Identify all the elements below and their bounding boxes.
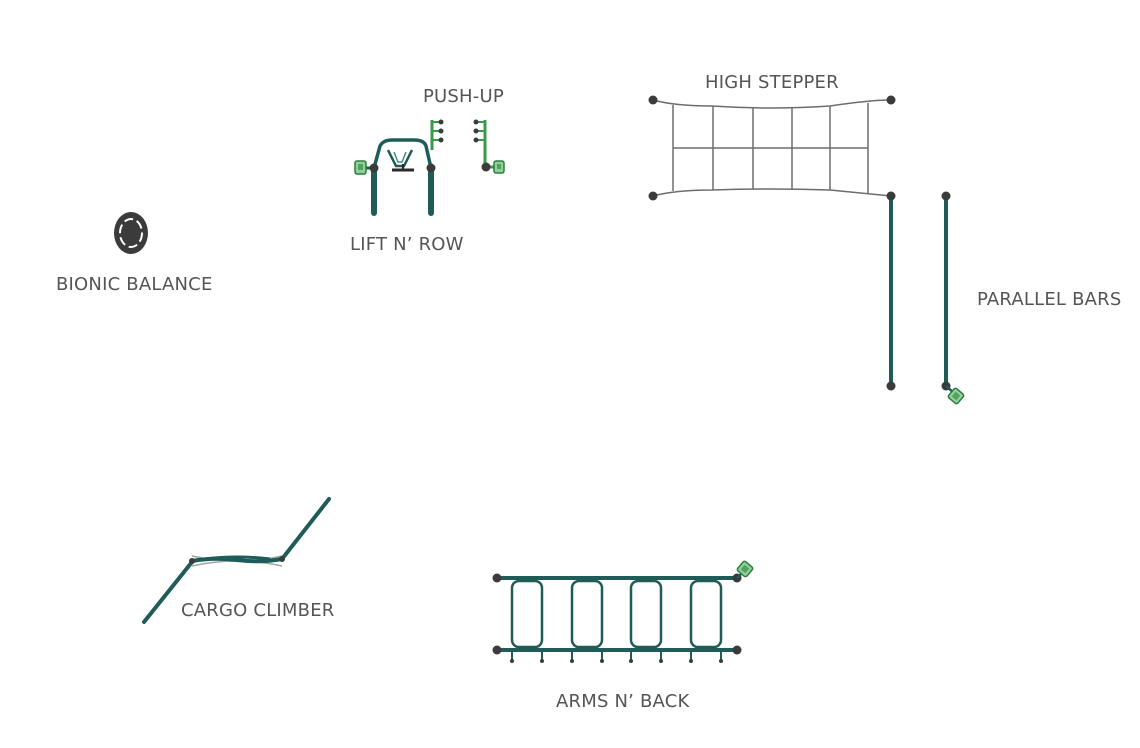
bionic-balance-station: BIONIC BALANCE xyxy=(56,212,213,295)
lift-n-row-station: LIFT N’ ROW xyxy=(350,138,464,255)
push-up-station: PUSH-UP xyxy=(423,86,505,174)
balance-disc-icon xyxy=(114,212,148,254)
arms-n-back-label: ARMS N’ BACK xyxy=(556,691,691,712)
parallel-bars-label: PARALLEL BARS xyxy=(977,289,1121,310)
push-up-bar-left xyxy=(430,119,444,150)
push-up-bar-right xyxy=(473,119,505,174)
cargo-climber-station: CARGO CLIMBER xyxy=(142,497,335,624)
sign-icon xyxy=(493,160,505,174)
bionic-balance-label: BIONIC BALANCE xyxy=(56,274,213,295)
high-stepper-station: HIGH STEPPER xyxy=(648,72,896,201)
cargo-climber-label: CARGO CLIMBER xyxy=(181,600,335,621)
sign-icon xyxy=(947,387,965,405)
high-stepper-label: HIGH STEPPER xyxy=(705,72,839,93)
arms-n-back-station: ARMS N’ BACK xyxy=(492,560,754,712)
parallel-bars-station: PARALLEL BARS xyxy=(886,191,1121,405)
stepper-net xyxy=(652,99,892,197)
push-up-label: PUSH-UP xyxy=(423,86,504,107)
sign-icon xyxy=(736,560,754,578)
lift-n-row-label: LIFT N’ ROW xyxy=(350,234,464,255)
sign-icon xyxy=(354,160,367,175)
